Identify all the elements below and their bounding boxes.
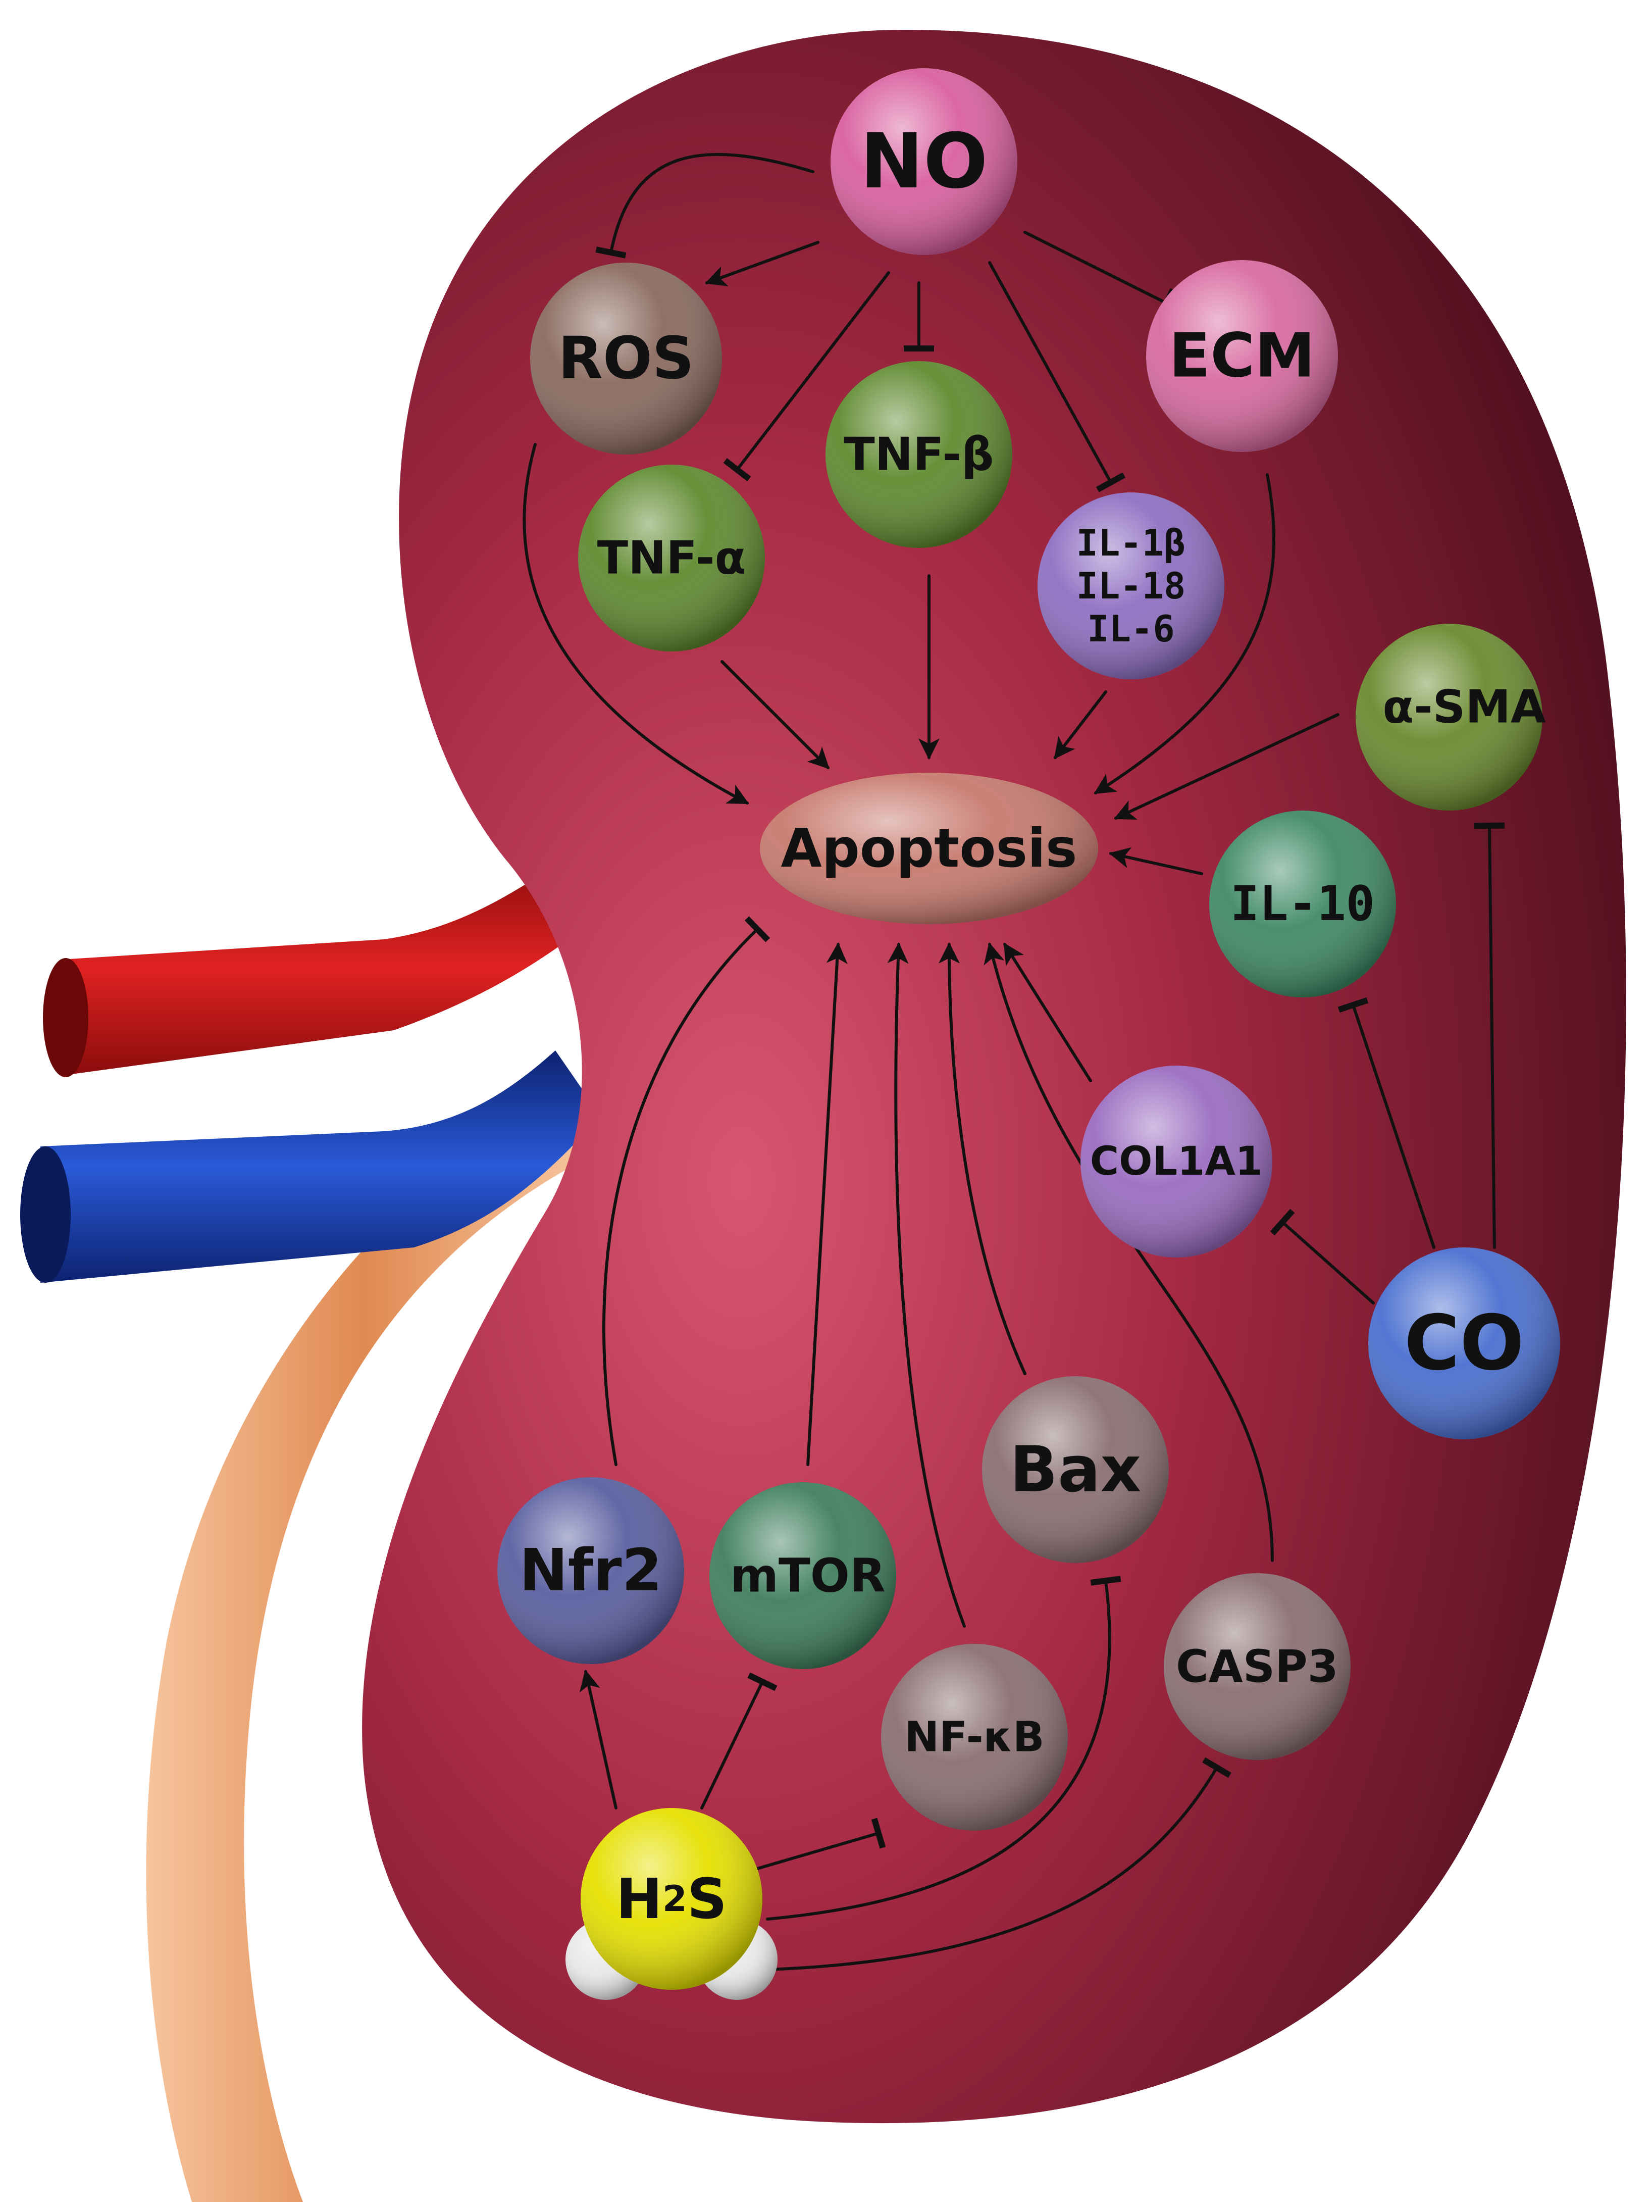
node-nfkb: NF-κB (881, 1644, 1068, 1831)
edge-tnf-a-activates-apoptosis (720, 660, 830, 769)
node-tnf-beta-label: TNF-β (844, 428, 994, 481)
node-il10-label: IL-10 (1230, 876, 1375, 932)
node-apoptosis: Apoptosis (760, 773, 1098, 924)
renal-artery-opening (43, 958, 88, 1077)
edge-no-inhibits-ecm (1023, 231, 1176, 318)
node-tnf-alpha-label: TNF-α (597, 532, 746, 585)
node-casp3-shine (1164, 1573, 1351, 1760)
edge-h2s-inhibits-mtor (700, 1672, 778, 1809)
node-apoptosis-shine (760, 773, 1098, 924)
edge-co-inhibits-col1a1 (1270, 1209, 1375, 1304)
renal-vein-opening (20, 1146, 71, 1283)
node-no: NO (831, 68, 1017, 255)
node-ros-label: ROS (558, 325, 694, 392)
node-apoptosis-label: Apoptosis (781, 818, 1077, 879)
node-h2s: H2S (565, 1808, 778, 2000)
h2s-label-h: H (616, 1867, 662, 1931)
node-bax-label: Bax (1010, 1433, 1141, 1506)
node-ros: ROS (530, 263, 722, 455)
edge-no-inhibits-il-group (988, 261, 1126, 492)
h2s-label-s: S (687, 1867, 727, 1931)
edge-no-activates-ros (705, 241, 819, 286)
node-nfr2-shine (497, 1477, 684, 1664)
edge-il-group-activates-apoptosis (1054, 690, 1107, 760)
node-il10: IL-10 (1209, 811, 1396, 997)
node-bax: Bax (982, 1376, 1169, 1563)
node-h2s-label: H2S (616, 1867, 727, 1931)
edge-il10-activates-apoptosis (1108, 847, 1203, 875)
node-il-group-line2: IL-18 (1076, 565, 1186, 607)
edge-h2s-inhibits-bax (766, 1576, 1121, 1921)
node-nfr2-label: Nfr2 (519, 1537, 662, 1604)
node-tnf-beta-shine (825, 361, 1012, 548)
node-il-group: IL-1β IL-18 IL-6 (1038, 492, 1224, 679)
edge-ros-activates-apoptosis (523, 443, 749, 805)
node-ecm: ECM (1146, 260, 1338, 452)
edge-a-sma-activates-apoptosis (1114, 713, 1339, 820)
node-no-label: NO (860, 118, 988, 206)
node-nfkb-label: NF-κB (905, 1714, 1045, 1762)
edge-casp3-activates-apoptosis (984, 942, 1274, 1562)
edge-h2s-inhibits-nfkb (756, 1818, 886, 1870)
node-bax-shine (982, 1376, 1169, 1563)
node-no-shine (831, 68, 1017, 255)
edge-h2s-inhibits-casp3 (766, 1757, 1231, 1971)
edge-bax-activates-apoptosis (939, 942, 1026, 1375)
edges-layer (523, 153, 1505, 1971)
node-casp3-label: CASP3 (1176, 1641, 1338, 1693)
node-col1a1-label: COL1A1 (1090, 1139, 1263, 1184)
edge-mtor-activates-apoptosis (806, 942, 848, 1466)
node-il-group-line3: IL-6 (1087, 608, 1174, 650)
ureter (146, 1101, 581, 2202)
node-nfr2: Nfr2 (497, 1477, 684, 1664)
node-casp3: CASP3 (1164, 1573, 1351, 1760)
node-tnf-alpha: TNF-α (578, 465, 765, 651)
node-ecm-shine (1146, 260, 1338, 452)
edge-nfkb-activates-apoptosis (887, 942, 966, 1628)
node-co: CO (1368, 1247, 1560, 1439)
node-mtor-shine (709, 1482, 896, 1669)
edge-no-inhibits-tnf-a (723, 271, 890, 482)
node-tnf-beta: TNF-β (825, 361, 1012, 548)
renal-vein (40, 1050, 601, 1283)
edge-col1a1-activates-apoptosis (1003, 942, 1092, 1082)
node-ecm-label: ECM (1169, 321, 1315, 391)
node-il10-shine (1209, 811, 1396, 997)
node-alpha-sma-shine (1356, 624, 1542, 811)
node-mtor: mTOR (709, 1482, 896, 1669)
renal-artery (61, 859, 596, 1076)
edge-no-inhibits-ros (595, 153, 814, 259)
node-ros-shine (530, 263, 722, 455)
node-nfkb-shine (881, 1644, 1068, 1831)
h2s-label-sub: 2 (662, 1878, 687, 1920)
edge-h2s-activates-nfr2 (579, 1669, 617, 1809)
edge-co-inhibits-il10 (1337, 997, 1435, 1249)
node-tnf-alpha-shine (578, 465, 765, 651)
node-alpha-sma-label: α-SMA (1382, 681, 1546, 734)
node-col1a1: COL1A1 (1080, 1066, 1272, 1258)
node-co-shine (1368, 1247, 1560, 1439)
node-h2s-shine (581, 1808, 762, 1990)
edge-nfr2-inhibits-apoptosis (602, 916, 770, 1466)
node-alpha-sma: α-SMA (1356, 624, 1546, 811)
node-il-group-shine (1038, 492, 1224, 679)
edge-co-inhibits-a-sma (1474, 822, 1505, 1249)
edge-ecm-activates-apoptosis (1094, 473, 1276, 794)
node-col1a1-shine (1080, 1066, 1272, 1258)
node-il-group-line1: IL-1β (1076, 522, 1186, 564)
node-mtor-label: mTOR (730, 1549, 886, 1603)
node-co-label: CO (1404, 1299, 1524, 1387)
